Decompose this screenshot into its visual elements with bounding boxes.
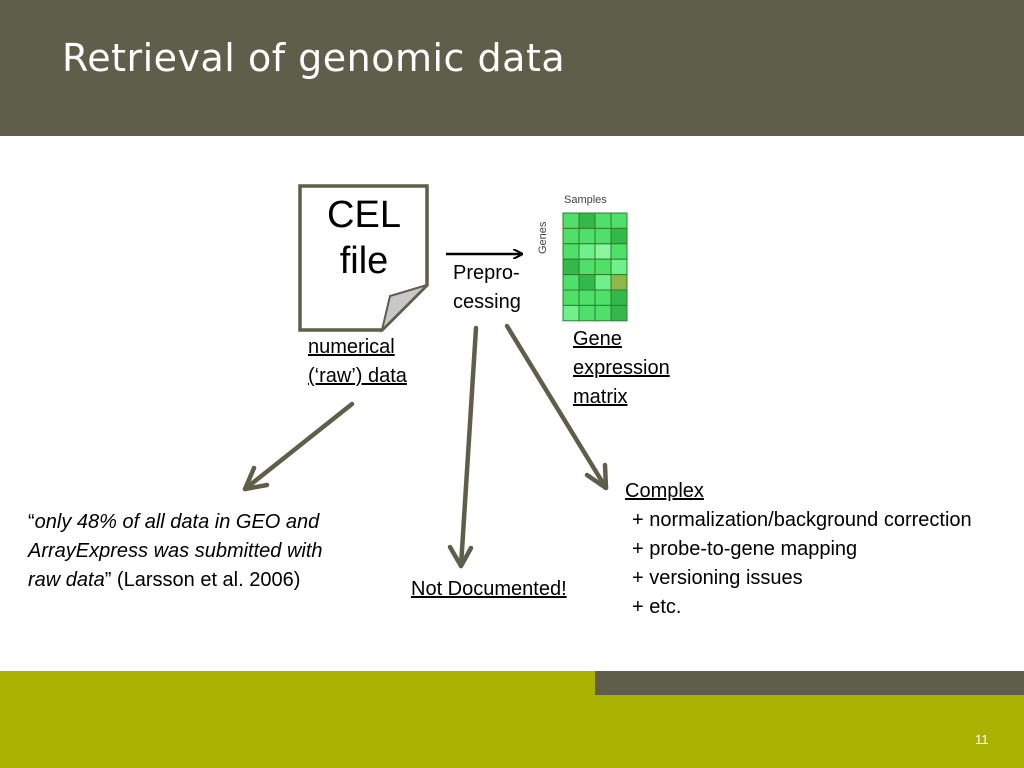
complex-item: + probe-to-gene mapping (632, 538, 858, 560)
matrix-cell (610, 289, 628, 306)
close-quote: ” ( (104, 569, 124, 591)
matrix-cell (610, 274, 628, 291)
matrix-cell (578, 274, 596, 291)
slide-header (0, 0, 1024, 136)
matrix-caption-2: expression (573, 357, 670, 379)
genes-axis-label: Genes (537, 221, 549, 254)
matrix-cell (562, 289, 580, 306)
matrix-cell (578, 289, 596, 306)
preprocessing-label-2: cessing (453, 291, 521, 313)
open-quote: “ (28, 511, 35, 533)
quote-text-1: only 48% of all data in GEO and (34, 511, 320, 533)
raw-data-caption-1: numerical (308, 336, 395, 358)
complex-list: Complex + normalization/background corre… (625, 477, 972, 622)
cel-file-icon (298, 184, 429, 334)
matrix-cell (594, 304, 612, 322)
complex-item: + normalization/background correction (632, 509, 972, 531)
matrix-cell (610, 304, 628, 322)
quote-line-2: ArrayExpress was submitted with (28, 537, 323, 566)
matrix-cell (562, 274, 580, 291)
cel-line1: CEL (327, 194, 401, 236)
gene-expression-matrix (562, 212, 628, 322)
matrix-cell (578, 243, 596, 260)
footer-accent-bar (595, 671, 1024, 695)
matrix-cell (594, 227, 612, 245)
raw-data-caption-2: (‘raw’) data (308, 365, 407, 387)
quote-line-3: raw data” (Larsson et al. 2006) (28, 566, 323, 595)
complex-item: + etc. (632, 596, 682, 618)
matrix-cell (610, 243, 628, 260)
matrix-cell (578, 212, 596, 229)
matrix-cell (594, 243, 612, 260)
matrix-cell (578, 258, 596, 276)
page-number: 11 (975, 732, 989, 747)
samples-axis-label: Samples (564, 194, 607, 206)
quote-text-2: ArrayExpress was submitted with (28, 540, 323, 562)
slide-title: Retrieval of genomic data (62, 36, 566, 80)
cel-line2: file (339, 240, 389, 282)
matrix-cell (610, 212, 628, 229)
matrix-cell (562, 258, 580, 276)
complex-heading: Complex (625, 480, 704, 502)
matrix-cell (578, 304, 596, 322)
raw-data-quote: “only 48% of all data in GEO and ArrayEx… (28, 508, 323, 595)
arrow-to-complex (504, 323, 609, 491)
matrix-cell (562, 304, 580, 322)
matrix-cell (562, 212, 580, 229)
citation: Larsson et al. 2006) (123, 569, 301, 591)
matrix-cell (594, 274, 612, 291)
matrix-caption-3: matrix (573, 386, 628, 408)
matrix-cell (594, 289, 612, 306)
preprocessing-label-1: Prepro- (453, 262, 520, 284)
matrix-cell (578, 227, 596, 245)
cel-file-label: CEL file (302, 192, 426, 284)
not-documented-label: Not Documented! (411, 578, 567, 600)
matrix-cell (610, 227, 628, 245)
matrix-cell (562, 243, 580, 260)
quote-line-1: “only 48% of all data in GEO and (28, 508, 323, 537)
matrix-cell (562, 227, 580, 245)
matrix-cell (594, 212, 612, 229)
arrow-to-raw-data-note (242, 401, 355, 492)
arrow-to-not-documented (447, 325, 479, 569)
matrix-cell (610, 258, 628, 276)
matrix-caption-1: Gene (573, 328, 622, 350)
complex-item: + versioning issues (632, 567, 803, 589)
quote-text-3: raw data (28, 569, 105, 591)
matrix-cell (594, 258, 612, 276)
